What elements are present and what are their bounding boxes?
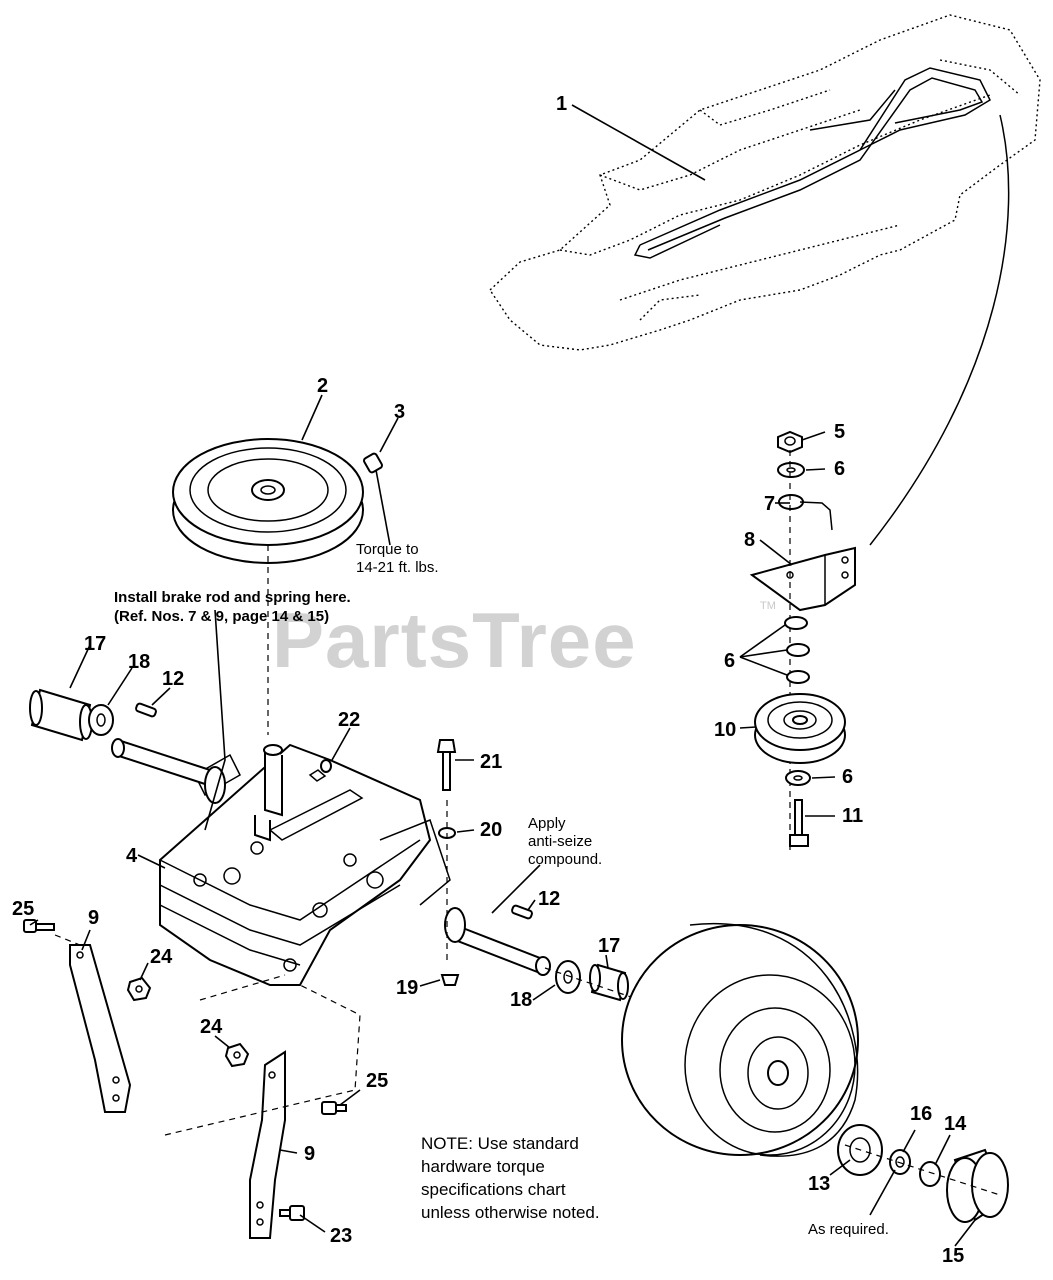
clip-14 — [919, 1161, 941, 1187]
idler-bracket-8 — [749, 546, 856, 612]
right-axle — [444, 907, 551, 976]
callout-4: 4 — [126, 845, 138, 867]
transmission-pulley — [172, 438, 364, 564]
as-required-note: As required. — [808, 1221, 889, 1238]
belt-loop — [869, 114, 1010, 546]
callout-2: 2 — [317, 375, 328, 397]
callout-12-right: 12 — [538, 888, 560, 910]
callout-20: 20 — [480, 819, 502, 841]
brake-rod-note: Install brake rod and spring here. (Ref.… — [114, 588, 351, 626]
left-bushing — [29, 688, 93, 742]
right-washer — [555, 960, 581, 994]
nut-24-left — [126, 976, 152, 1002]
anti-seize-note-line-1: Apply — [528, 815, 566, 832]
nut-24-right — [224, 1042, 250, 1068]
callout-7: 7 — [764, 493, 775, 515]
axle-centerline — [544, 967, 641, 1001]
anti-seize-note-line-2: anti-seize — [528, 833, 593, 850]
wheel-rim — [621, 922, 859, 1157]
callout-25-left: 25 — [12, 898, 34, 920]
callout-18-right: 18 — [510, 989, 532, 1011]
hub-centerline — [844, 1144, 1001, 1196]
brake-rod-note-line-1: Install brake rod and spring here. — [114, 589, 351, 606]
bolt-25-left — [23, 919, 55, 933]
anti-seize-note: Apply anti-seize compound. — [528, 815, 602, 869]
hardware-torque-note: NOTE: Use standard hardware torque speci… — [421, 1132, 600, 1224]
callout-18-left: 18 — [128, 651, 150, 673]
callout-17-left: 17 — [84, 633, 106, 655]
drive-belt — [633, 67, 991, 259]
bracket-right — [249, 1050, 286, 1239]
nut-5 — [777, 430, 803, 454]
right-bushing — [589, 963, 629, 1002]
hardware-note-line-4: unless otherwise noted. — [421, 1203, 600, 1222]
brake-rod-7 — [778, 494, 833, 531]
bolt-11 — [789, 799, 809, 847]
callout-8: 8 — [744, 529, 755, 551]
tractor-frame-outline — [489, 14, 1041, 351]
left-washer — [88, 704, 114, 736]
washer-16 — [889, 1149, 911, 1175]
hardware-note-line-2: hardware torque — [421, 1157, 545, 1176]
left-key — [135, 702, 157, 718]
bolt-23 — [279, 1205, 305, 1221]
axle-cap — [440, 974, 460, 986]
callout-16: 16 — [910, 1103, 932, 1125]
torque-note-line-1: Torque to — [356, 541, 419, 558]
callout-5: 5 — [834, 421, 845, 443]
callout-12-left: 12 — [162, 668, 184, 690]
callout-6-stack: 6 — [724, 650, 735, 672]
idler-pulley-10 — [754, 693, 846, 764]
hub-cap-15 — [946, 1148, 1009, 1223]
callout-1: 1 — [556, 93, 567, 115]
washers-6-stack — [784, 616, 810, 684]
callout-22: 22 — [338, 709, 360, 731]
callout-17-right: 17 — [598, 935, 620, 957]
callout-19: 19 — [396, 977, 418, 999]
callout-6-bottom: 6 — [842, 766, 853, 788]
hardware-note-line-1: NOTE: Use standard — [421, 1134, 579, 1153]
callout-21: 21 — [480, 751, 502, 773]
right-key — [511, 904, 533, 920]
callout-25-right: 25 — [366, 1070, 388, 1092]
callout-numbers: 1 2 3 4 5 6 6 6 7 8 9 9 10 11 12 12 13 1… — [12, 93, 967, 1267]
anti-seize-note-line-3: compound. — [528, 851, 603, 868]
leader-lines — [29, 104, 976, 1247]
callout-13: 13 — [808, 1173, 830, 1195]
callout-10: 10 — [714, 719, 736, 741]
partstree-watermark: PartsTree — [272, 596, 637, 684]
callout-11: 11 — [842, 805, 863, 827]
set-screw — [363, 452, 383, 474]
callout-24-right: 24 — [200, 1016, 223, 1038]
hardware-note-line-3: specifications chart — [421, 1180, 566, 1199]
callout-14: 14 — [944, 1113, 967, 1135]
brake-rod-note-line-2: (Ref. Nos. 7 & 9, page 14 & 15) — [114, 608, 330, 625]
callout-24-left: 24 — [150, 946, 173, 968]
vent-plug — [320, 759, 332, 773]
callout-9-right: 9 — [304, 1143, 315, 1165]
callout-9-left: 9 — [88, 907, 99, 929]
bolt — [436, 739, 457, 791]
washer-6-top — [777, 462, 805, 478]
torque-note-line-2: 14-21 ft. lbs. — [356, 559, 439, 576]
left-axle — [111, 738, 226, 804]
transaxle-body — [159, 743, 451, 986]
washer-6-bottom — [785, 770, 811, 786]
bracket-assembly-lines — [164, 984, 361, 1136]
watermark-tm-mark: TM — [760, 600, 776, 612]
callout-23: 23 — [330, 1225, 352, 1247]
callout-6-top: 6 — [834, 458, 845, 480]
bracket-left — [69, 944, 132, 1113]
callout-3: 3 — [394, 401, 405, 423]
torque-note: Torque to 14-21 ft. lbs. — [356, 541, 439, 577]
callout-15: 15 — [942, 1245, 964, 1267]
